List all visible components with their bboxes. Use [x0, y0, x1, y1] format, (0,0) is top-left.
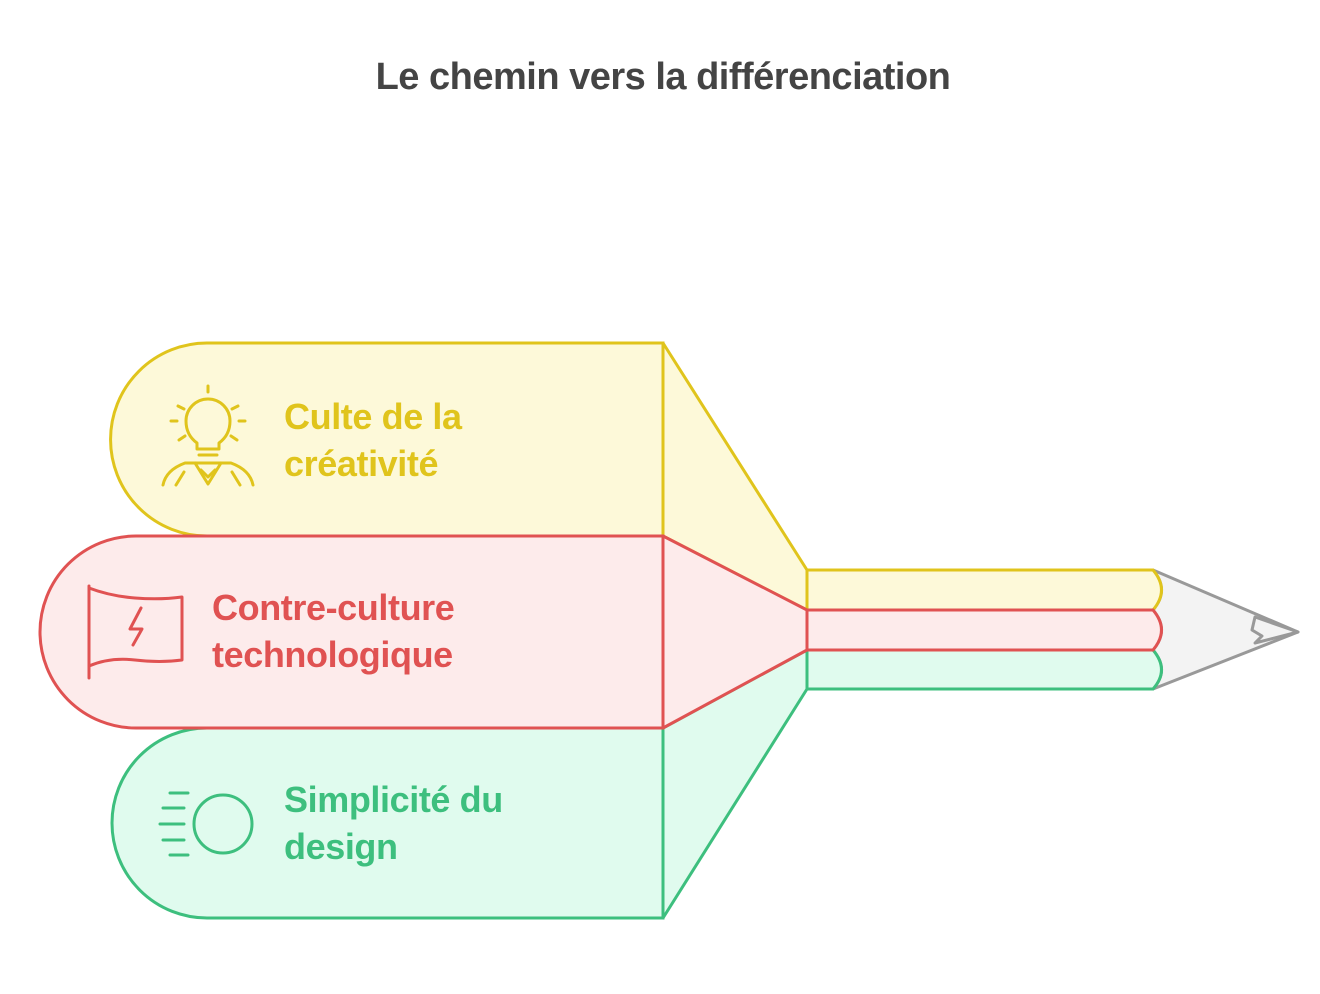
fast-circle-icon: [158, 791, 254, 857]
pill-design: [110, 726, 665, 920]
step-creativity: [109, 341, 1163, 612]
step-label-line: design: [284, 826, 398, 867]
pencil-tip: [1151, 568, 1300, 691]
page-title: Le chemin vers la différenciation: [375, 56, 951, 98]
step-label-design: Simplicité du design: [284, 776, 503, 870]
pencil-band-creativity: [805, 568, 1163, 612]
step-label-counterculture: Contre-culture technologique: [212, 584, 455, 678]
lightbulb-person-icon: [161, 384, 255, 487]
step-counterculture: [38, 534, 1163, 730]
pill-creativity: [109, 341, 665, 538]
pencil-band-design: [805, 648, 1163, 691]
step-label-creativity: Culte de la créativité: [284, 393, 462, 487]
step-label-line: Culte de la: [284, 396, 462, 437]
pill-counterculture: [38, 534, 665, 730]
flag-lightning-icon: [87, 584, 184, 680]
step-label-line: créativité: [284, 443, 439, 484]
pencil-band-counterculture: [805, 608, 1163, 652]
step-label-line: Simplicité du: [284, 779, 503, 820]
step-label-line: technologique: [212, 634, 453, 675]
step-label-line: Contre-culture: [212, 587, 455, 628]
